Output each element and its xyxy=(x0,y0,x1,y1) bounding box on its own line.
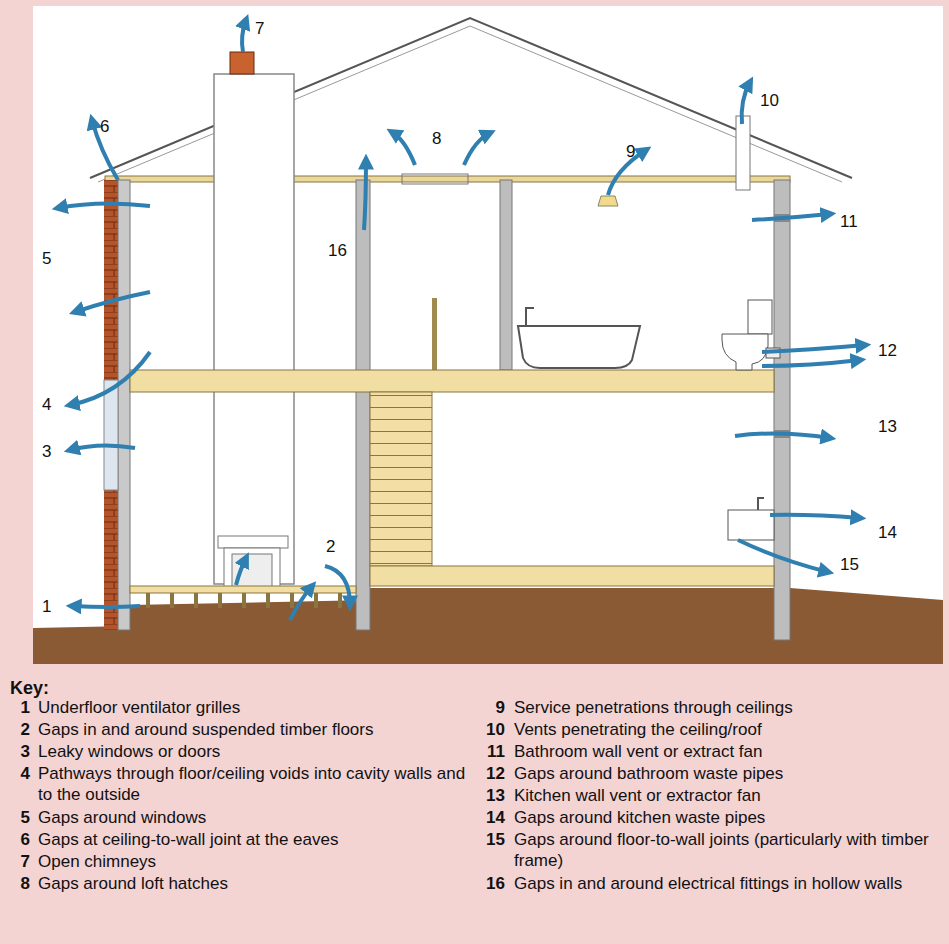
key-text: Gaps in and around suspended timber floo… xyxy=(38,719,478,740)
callout-number: 7 xyxy=(255,20,264,38)
key-text: Vents penetrating the ceiling/roof xyxy=(514,719,929,740)
key-text: Gaps in and around electrical fittings i… xyxy=(514,873,929,894)
key-number: 11 xyxy=(485,741,505,762)
callout-number: 12 xyxy=(878,342,897,360)
callout-number: 10 xyxy=(760,92,779,110)
callout-number: 13 xyxy=(878,418,897,436)
key-number: 15 xyxy=(485,829,505,850)
callout-number: 15 xyxy=(840,556,859,574)
key-number: 1 xyxy=(10,697,30,718)
key-number: 7 xyxy=(10,851,30,872)
key-heading: Key: xyxy=(10,678,49,699)
key-number: 14 xyxy=(485,807,505,828)
key-text: Pathways through floor/ceiling voids int… xyxy=(38,763,478,805)
key-number: 12 xyxy=(485,763,505,784)
key-number: 6 xyxy=(10,829,30,850)
key-text: Service penetrations through ceilings xyxy=(514,697,929,718)
callout-number: 6 xyxy=(100,118,109,136)
key-text: Gaps around kitchen waste pipes xyxy=(514,807,929,828)
key-text: Gaps around bathroom waste pipes xyxy=(514,763,929,784)
key-text: Gaps around floor-to-wall joints (partic… xyxy=(514,829,929,871)
key-text: Bathroom wall vent or extract fan xyxy=(514,741,929,762)
callout-number: 8 xyxy=(432,130,441,148)
callout-number: 14 xyxy=(878,524,897,542)
key-text: Gaps around windows xyxy=(38,807,478,828)
callout-number: 16 xyxy=(328,242,347,260)
callout-number: 3 xyxy=(42,443,51,461)
key-text: Underfloor ventilator grilles xyxy=(38,697,478,718)
key-number: 4 xyxy=(10,763,30,784)
callout-number: 1 xyxy=(42,598,51,616)
key-number: 2 xyxy=(10,719,30,740)
key-text: Kitchen wall vent or extractor fan xyxy=(514,785,929,806)
key-number: 16 xyxy=(485,873,505,894)
callout-number: 4 xyxy=(42,396,51,414)
callout-number: 2 xyxy=(326,538,335,556)
key-text: Leaky windows or doors xyxy=(38,741,478,762)
callout-number: 5 xyxy=(42,250,51,268)
callout-number: 9 xyxy=(626,143,635,161)
key-number: 13 xyxy=(485,785,505,806)
key-text: Gaps around loft hatches xyxy=(38,873,478,894)
key-number: 10 xyxy=(485,719,505,740)
key-text: Open chimneys xyxy=(38,851,478,872)
key-number: 3 xyxy=(10,741,30,762)
key-number: 9 xyxy=(485,697,505,718)
key-number: 8 xyxy=(10,873,30,894)
callout-number: 11 xyxy=(840,213,858,231)
key-text: Gaps at ceiling-to-wall joint at the eav… xyxy=(38,829,478,850)
key-number: 5 xyxy=(10,807,30,828)
